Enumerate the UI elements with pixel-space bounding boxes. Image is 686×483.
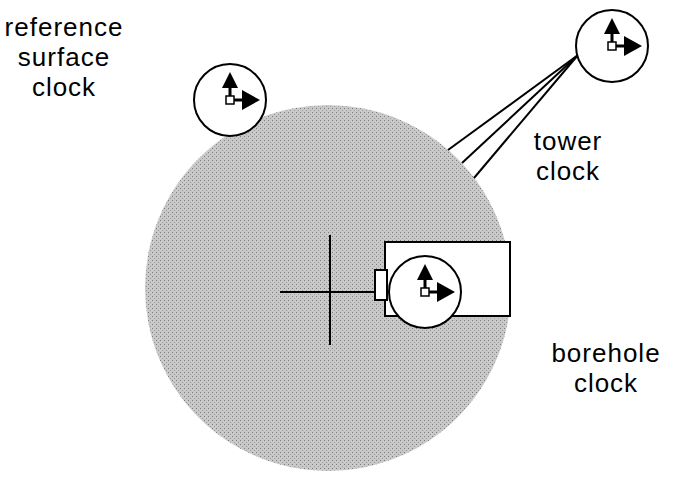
borehole-clock-symbol [389, 256, 461, 328]
clock-label: tower clock [518, 126, 618, 186]
earth-disc [145, 105, 511, 471]
clock-label: reference surface clock [0, 12, 128, 102]
center-cross [280, 291, 385, 293]
tower-clock-symbol [576, 10, 648, 82]
borehole-tip [375, 270, 387, 300]
clock-label: borehole clock [540, 338, 672, 398]
surface-clock [194, 64, 266, 136]
center-cross [329, 235, 331, 345]
